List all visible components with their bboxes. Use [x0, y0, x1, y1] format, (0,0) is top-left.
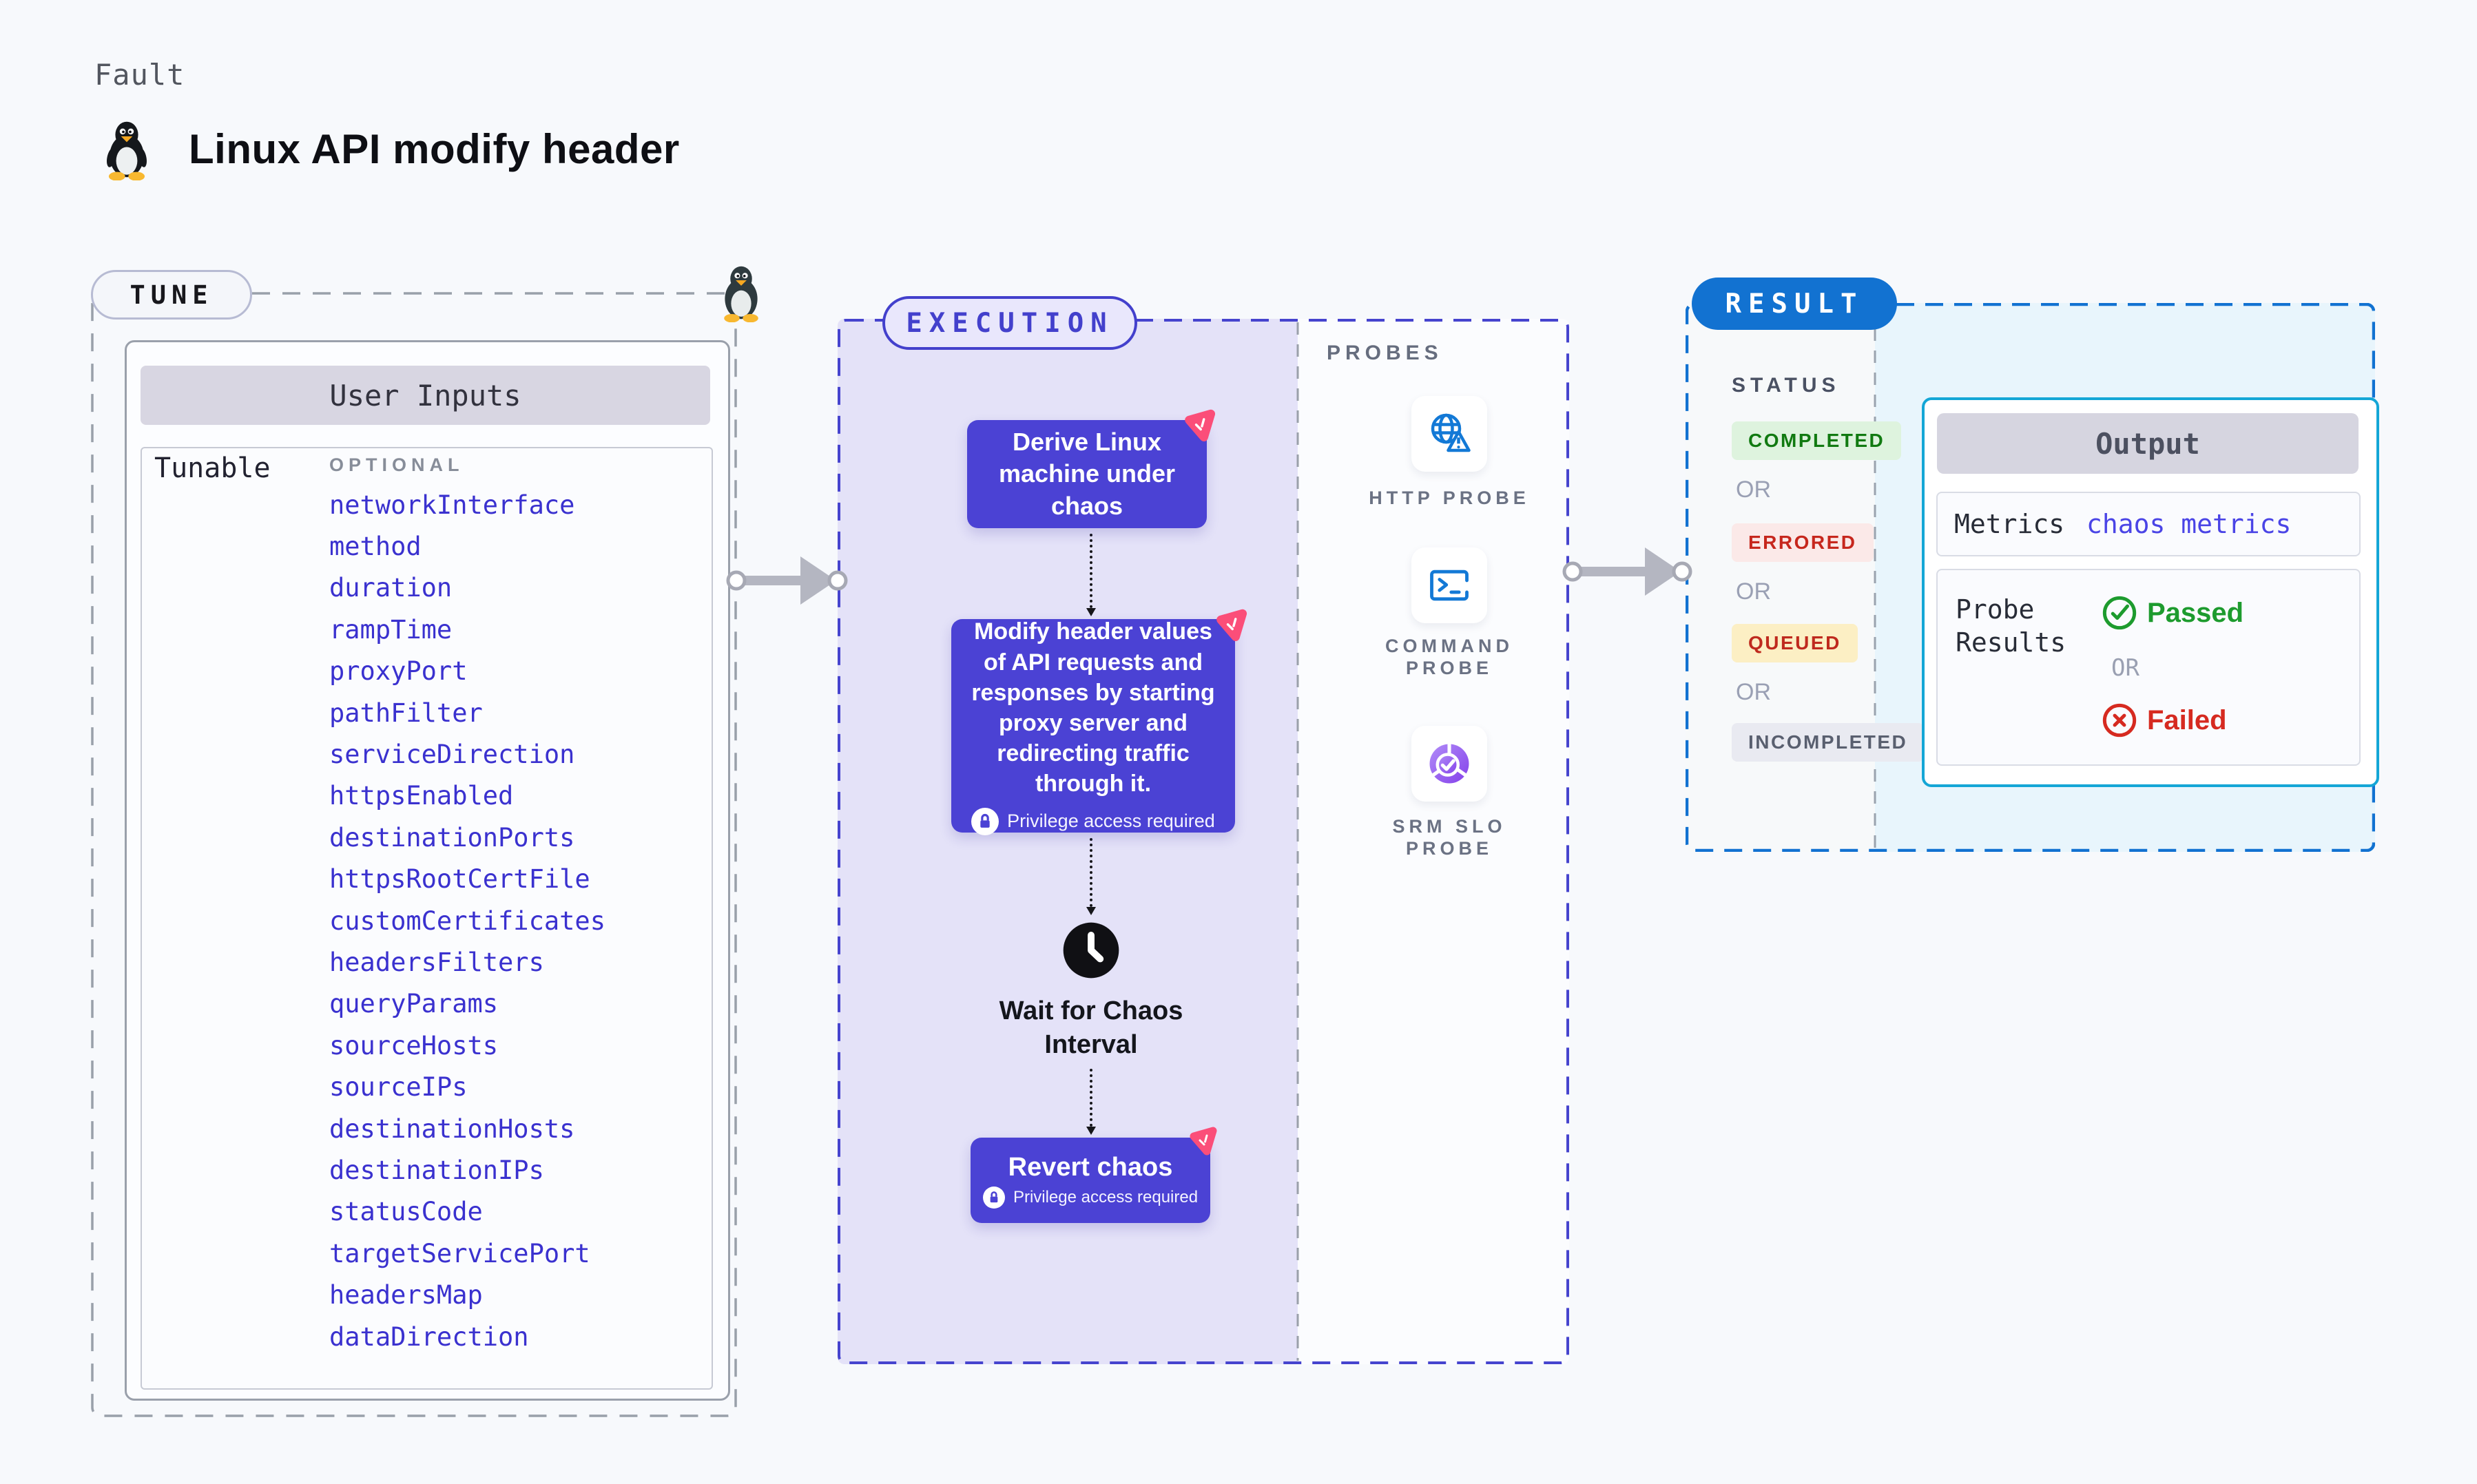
optional-column-label: OPTIONAL [329, 454, 464, 475]
failed-label: Failed [2147, 705, 2227, 735]
privilege-note-text: Privilege access required [1013, 1187, 1199, 1206]
tunable-row-label: Tunable [154, 452, 271, 484]
globe-alert-icon [1424, 409, 1474, 459]
or-separator: OR [2111, 654, 2139, 682]
privilege-note: Privilege access required [971, 807, 1215, 835]
flow-arrow-execution-to-result [1558, 541, 1696, 603]
tune-region [91, 292, 737, 1417]
check-circle-icon [2102, 595, 2137, 631]
step-modify-header: Modify header values of API requests and… [951, 618, 1235, 835]
tunable-link[interactable]: destinationHosts [329, 1114, 575, 1144]
tunable-link[interactable]: httpsRootCertFile [329, 864, 590, 895]
tunable-link[interactable]: duration [329, 573, 453, 603]
srm-slo-probe-label: SRM SLO PROBE [1392, 816, 1506, 859]
lock-icon [982, 1186, 1005, 1209]
metrics-label: Metrics [1954, 509, 2065, 539]
lock-icon [971, 807, 999, 835]
tunable-link[interactable]: sourceIPs [329, 1072, 468, 1102]
tunable-link[interactable]: serviceDirection [329, 740, 575, 770]
step-wait-label: Wait for Chaos Interval [999, 996, 1183, 1060]
http-probe-label: HTTP PROBE [1369, 488, 1530, 508]
status-label: STATUS [1732, 374, 1841, 397]
probe-results-row: Probe Results Passed OR Failed [1936, 569, 2361, 766]
status-chip-errored: ERRORED [1732, 523, 1874, 562]
flow-arrow-tune-to-execution [722, 550, 849, 612]
tunable-list: networkInterface method duration rampTim… [329, 484, 701, 1357]
chaos-fault-icon [1181, 408, 1218, 445]
command-probe-card [1411, 547, 1487, 623]
terminal-icon [1426, 562, 1473, 609]
metrics-row: Metrics chaos metrics [1936, 492, 2361, 556]
fault-eyebrow: Fault [94, 58, 185, 92]
tunable-link[interactable]: networkInterface [329, 490, 575, 520]
flow-connector-derive-to-modify [1086, 534, 1096, 616]
status-chip-queued: QUEUED [1732, 624, 1858, 662]
probes-region [1298, 319, 1569, 1364]
tunable-link[interactable]: pathFilter [329, 698, 483, 728]
tunables-panel [141, 447, 713, 1390]
probe-results-label: Probe Results [1956, 594, 2066, 658]
x-circle-icon [2102, 702, 2137, 738]
step-modify-label: Modify header values of API requests and… [971, 618, 1215, 797]
chaos-fault-icon [1186, 1125, 1219, 1158]
tunable-link[interactable]: httpsEnabled [329, 781, 514, 811]
user-inputs-title: User Inputs [141, 366, 710, 425]
flow-connector-modify-to-wait [1086, 838, 1096, 915]
chaos-metrics-link[interactable]: chaos metrics [2086, 509, 2292, 539]
execution-badge: EXECUTION [882, 296, 1137, 350]
privilege-note: Privilege access required [982, 1186, 1199, 1209]
command-probe-label: COMMAND PROBE [1385, 636, 1513, 679]
tunable-link[interactable]: dataDirection [329, 1321, 529, 1352]
tunable-link[interactable]: method [329, 532, 422, 562]
clock-icon [1061, 920, 1121, 981]
result-badge: RESULT [1692, 278, 1897, 330]
tux-penguin-icon [101, 118, 153, 181]
execution-dashed-border [838, 319, 1569, 1364]
step-derive-machine: Derive Linux machine under chaos [967, 420, 1207, 528]
tunable-link[interactable]: rampTime [329, 614, 453, 645]
step-revert-chaos: Revert chaos Privilege access required [971, 1138, 1210, 1223]
srm-slo-probe-card [1411, 726, 1487, 802]
chaos-fault-icon [1212, 607, 1250, 645]
probes-label: PROBES [1327, 342, 1443, 364]
tunable-link[interactable]: customCertificates [329, 906, 605, 936]
or-separator: OR [1736, 477, 1771, 503]
or-separator: OR [1736, 578, 1771, 605]
http-probe-card [1411, 396, 1487, 472]
tunable-link[interactable]: destinationIPs [329, 1155, 544, 1185]
passed-label: Passed [2147, 598, 2244, 628]
tunable-link[interactable]: destinationPorts [329, 822, 575, 853]
tune-corner-penguin-icon [716, 263, 766, 323]
output-title: Output [1937, 413, 2359, 474]
tunable-link[interactable]: proxyPort [329, 656, 468, 687]
tune-dashed-border [91, 292, 737, 1417]
status-chip-completed: COMPLETED [1732, 421, 1902, 460]
tune-badge: TUNE [91, 270, 252, 320]
tunable-link[interactable]: headersMap [329, 1280, 483, 1310]
page-title: Linux API modify header [189, 126, 680, 172]
flow-connector-wait-to-revert [1086, 1069, 1096, 1135]
tunable-link[interactable]: statusCode [329, 1197, 483, 1227]
step-derive-label: Derive Linux machine under chaos [998, 428, 1176, 520]
slo-pie-check-icon [1424, 739, 1474, 788]
tunable-link[interactable]: targetServicePort [329, 1238, 590, 1268]
or-separator: OR [1736, 679, 1771, 705]
tunable-link[interactable]: queryParams [329, 989, 499, 1019]
privilege-note-text: Privilege access required [1007, 811, 1215, 832]
status-chip-incompleted: INCOMPLETED [1732, 723, 1925, 762]
tunable-link[interactable]: sourceHosts [329, 1030, 499, 1060]
tunable-link[interactable]: headersFilters [329, 947, 544, 977]
step-revert-label: Revert chaos [1008, 1152, 1173, 1182]
